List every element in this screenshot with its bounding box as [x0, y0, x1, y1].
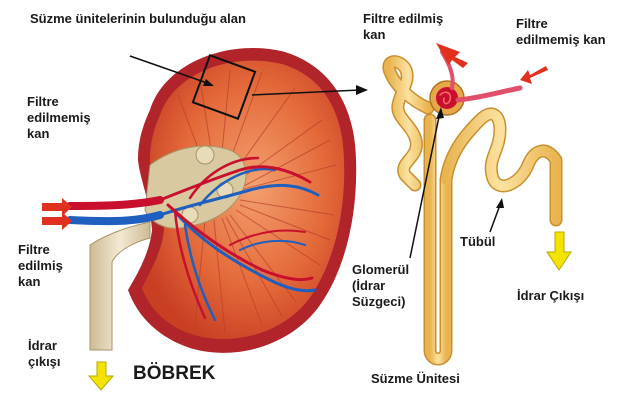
- urine-arrow-left: [89, 362, 113, 390]
- tubule-label: Tübül: [460, 234, 495, 250]
- filtered-blood-label-top: Filtre edilmiş kan: [363, 11, 443, 43]
- nephron: [389, 52, 556, 359]
- urine-outlet-label-left: İdrar çıkışı: [28, 338, 61, 370]
- afferent-arteriole: [458, 88, 520, 100]
- glomerulus-label: Glomerül (İdrar Süzgeci): [352, 262, 409, 310]
- glomerulus-capillaries: [436, 87, 458, 109]
- urine-arrow-right: [547, 232, 571, 270]
- kidney: [70, 48, 356, 353]
- arrow-filtered-out: [436, 43, 468, 68]
- filtration-area-label: Süzme ünitelerinin bulunduğu alan: [30, 11, 246, 27]
- nephron-title: Süzme Ünitesi: [371, 371, 460, 387]
- kidney-title: BÖBREK: [133, 366, 215, 382]
- unfiltered-blood-label-top: Filtre edilmemiş kan: [516, 16, 606, 48]
- arrow-unfiltered-in: [520, 66, 548, 84]
- urine-outlet-label-right: İdrar Çıkışı: [517, 288, 584, 304]
- unfiltered-blood-label-left: Filtre edilmemiş kan: [27, 94, 91, 142]
- blood-arrows-left: [42, 198, 72, 230]
- calyx: [196, 146, 214, 164]
- pointer-tubule: [490, 205, 500, 232]
- filtered-blood-label-left: Filtre edilmiş kan: [18, 242, 63, 290]
